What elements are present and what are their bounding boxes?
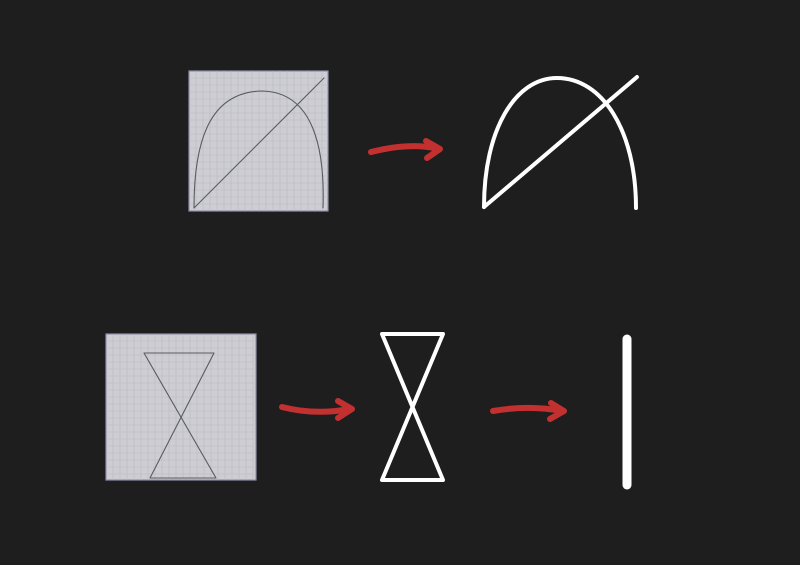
sketch-photo-hourglass [105,333,257,481]
sketch-photo-arch [188,70,329,212]
arrow-head [423,138,443,161]
arch-diagonal-line [482,75,639,209]
arch-curve [482,76,638,210]
arrow-line [490,405,565,414]
pencil-arch-curve [193,90,324,209]
vector-hourglass [380,332,445,482]
vector-arch [482,75,639,210]
arrow-line [368,143,441,155]
arrow-head [335,398,355,421]
graph-paper-grid [189,71,328,211]
pencil-diagonal-line [193,77,325,209]
arrow-head [547,400,567,422]
graph-paper-grid [106,334,256,480]
row-arch [188,70,639,212]
row-hourglass [105,332,632,490]
arrow-line [279,404,353,415]
paper-background [105,333,257,481]
pencil-hourglass [143,352,217,479]
